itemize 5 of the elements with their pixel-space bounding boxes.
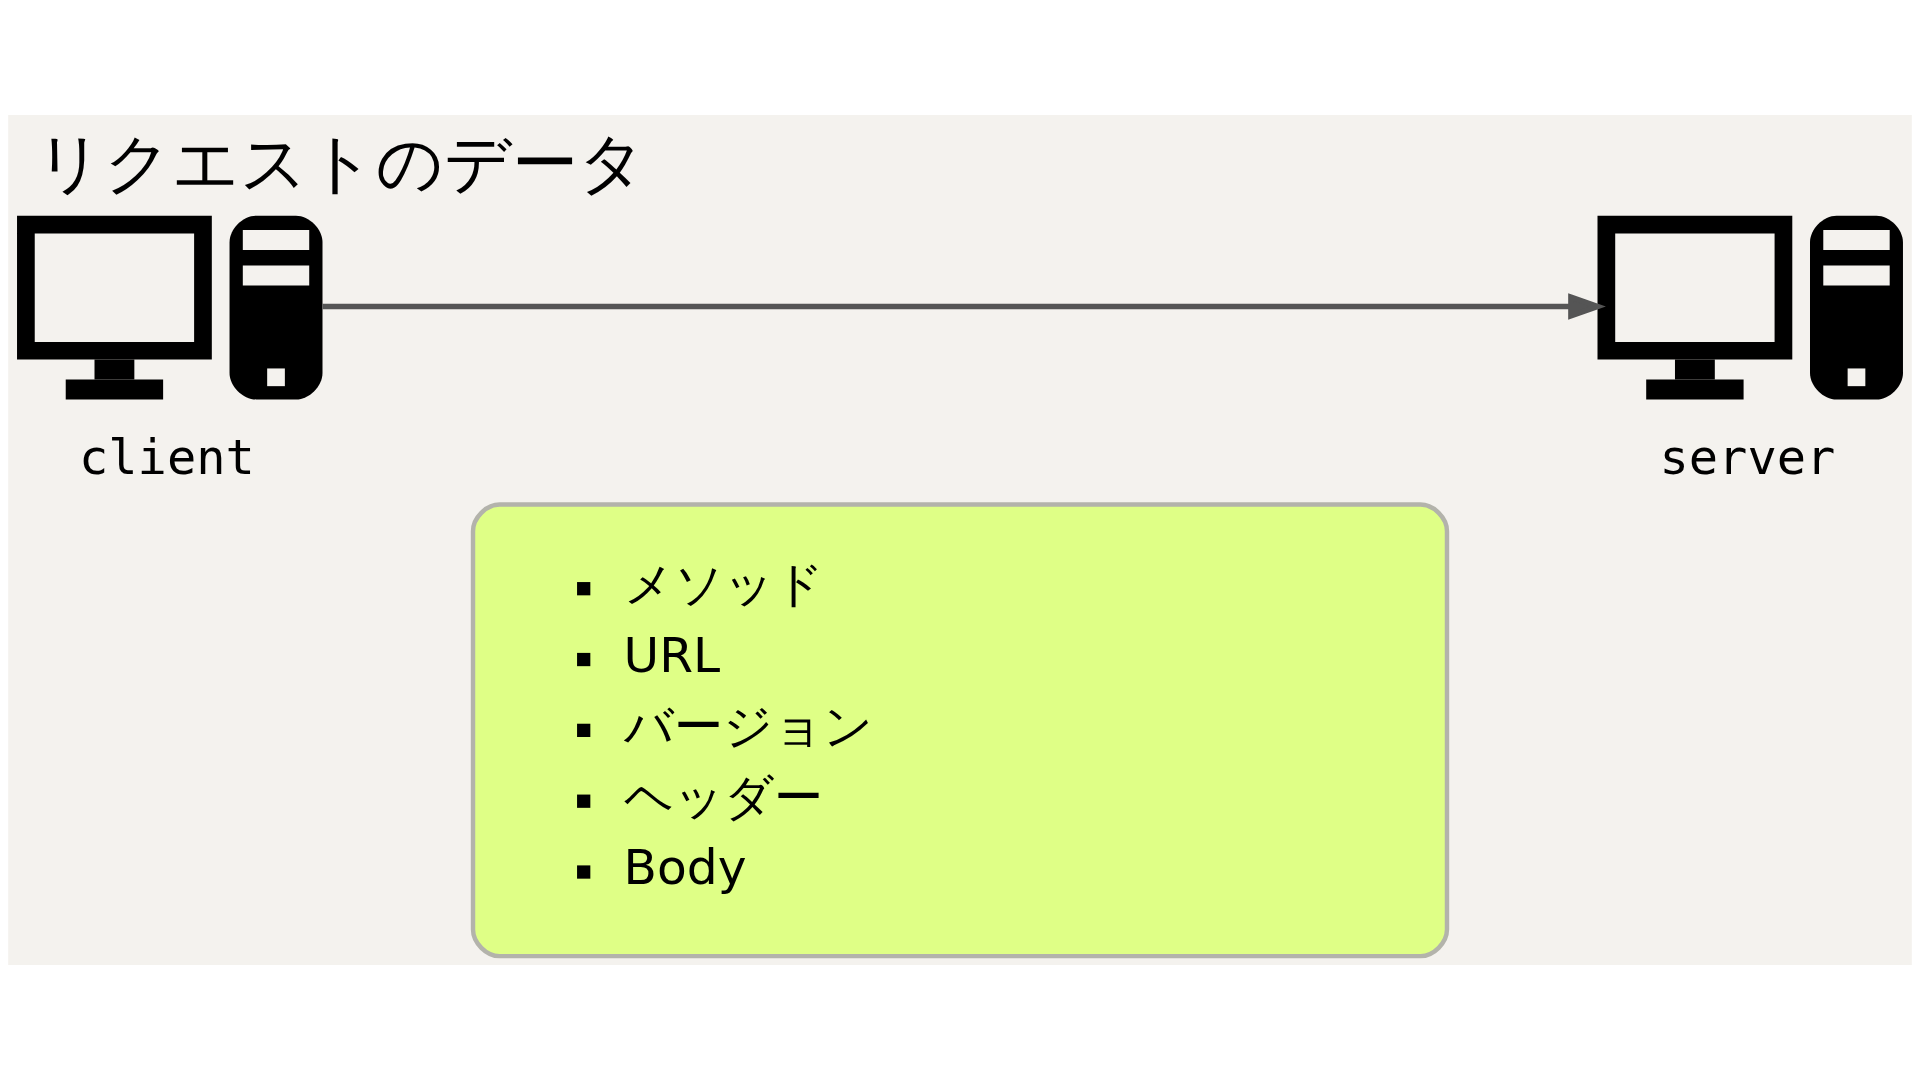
node-label: server	[1659, 428, 1836, 485]
node-label: client	[79, 428, 255, 485]
arrow	[322, 293, 1606, 320]
node-box: メソッド URL バージョン ヘッダー Body	[470, 502, 1450, 959]
diagram-title: リクエストのデータ	[36, 123, 647, 202]
